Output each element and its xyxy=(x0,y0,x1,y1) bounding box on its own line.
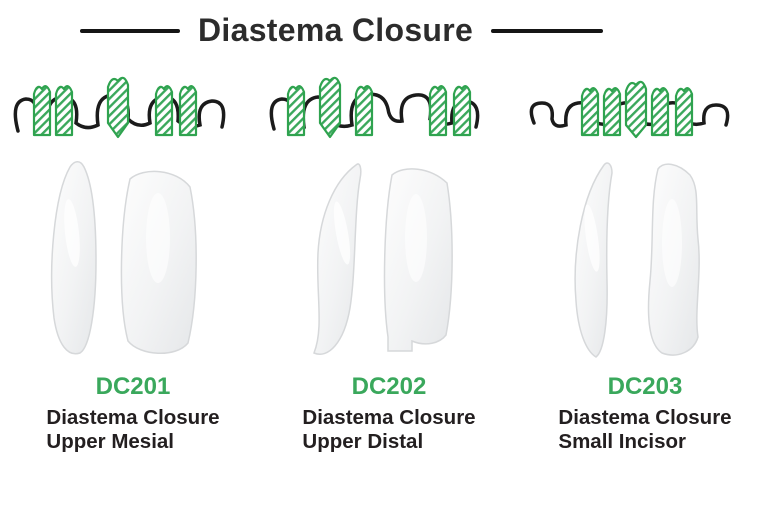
page-header: Diastema Closure xyxy=(0,0,782,49)
highlight xyxy=(662,199,682,287)
page-title: Diastema Closure xyxy=(198,12,474,48)
teeth-diagram-dc201 xyxy=(8,65,258,153)
product-name: Diastema Closure Upper Mesial xyxy=(46,406,219,454)
matrix-band-pointed xyxy=(624,80,648,139)
product-code: DC201 xyxy=(95,373,171,400)
matrix-band-pointed xyxy=(106,76,130,139)
tooth-outline xyxy=(529,101,730,128)
product-name-line2: Small Incisor xyxy=(558,430,687,454)
product-name-line1: Diastema Closure xyxy=(558,406,732,429)
matrix-photo-dc201 xyxy=(8,153,258,371)
matrix-band xyxy=(32,85,52,137)
matrix-band-pointed xyxy=(318,76,342,139)
matrix-strips-image xyxy=(574,162,700,358)
matrix-strips-image xyxy=(50,161,197,355)
matrix-band xyxy=(580,87,600,137)
highlight xyxy=(146,193,170,283)
highlight xyxy=(64,199,80,267)
product-name-line1: Diastema Closure xyxy=(302,406,476,429)
matrix-band xyxy=(650,87,670,137)
matrix-band xyxy=(602,87,622,137)
product-name-line2: Upper Mesial xyxy=(46,430,175,454)
product-grid: DC201 Diastema Closure Upper Mesial xyxy=(0,49,782,454)
matrix-band xyxy=(354,85,374,137)
matrix-band xyxy=(452,85,472,137)
matrix-band xyxy=(154,85,174,137)
product-name-line1: Diastema Closure xyxy=(46,406,220,429)
product-code: DC203 xyxy=(607,373,683,400)
title-rule-right xyxy=(491,28,604,33)
matrix-band xyxy=(674,87,694,137)
highlight xyxy=(333,201,351,265)
teeth-diagram-dc202 xyxy=(264,65,514,153)
product-name: Diastema Closure Upper Distal xyxy=(302,406,475,454)
matrix-strips-image xyxy=(313,163,453,355)
matrix-piece-left xyxy=(313,163,362,355)
product-card-dc202: DC202 Diastema Closure Upper Distal xyxy=(262,65,516,454)
teeth-illustration-icon xyxy=(13,76,226,139)
highlight xyxy=(405,194,427,282)
matrix-band xyxy=(286,85,306,137)
product-code: DC202 xyxy=(351,373,427,400)
teeth-illustration-icon xyxy=(529,80,730,139)
teeth-illustration-icon xyxy=(269,76,480,139)
matrix-photo-dc202 xyxy=(264,153,514,371)
matrix-band xyxy=(428,85,448,137)
product-card-dc201: DC201 Diastema Closure Upper Mesial xyxy=(6,65,260,454)
matrix-band xyxy=(54,85,74,137)
product-card-dc203: DC203 Diastema Closure Small Incisor xyxy=(518,65,772,454)
title-rule-left xyxy=(80,28,180,33)
teeth-diagram-dc203 xyxy=(520,65,770,153)
product-name: Diastema Closure Small Incisor xyxy=(558,406,731,454)
matrix-photo-dc203 xyxy=(520,153,770,371)
matrix-band xyxy=(178,85,198,137)
highlight xyxy=(584,204,600,272)
product-name-line2: Upper Distal xyxy=(302,430,424,454)
